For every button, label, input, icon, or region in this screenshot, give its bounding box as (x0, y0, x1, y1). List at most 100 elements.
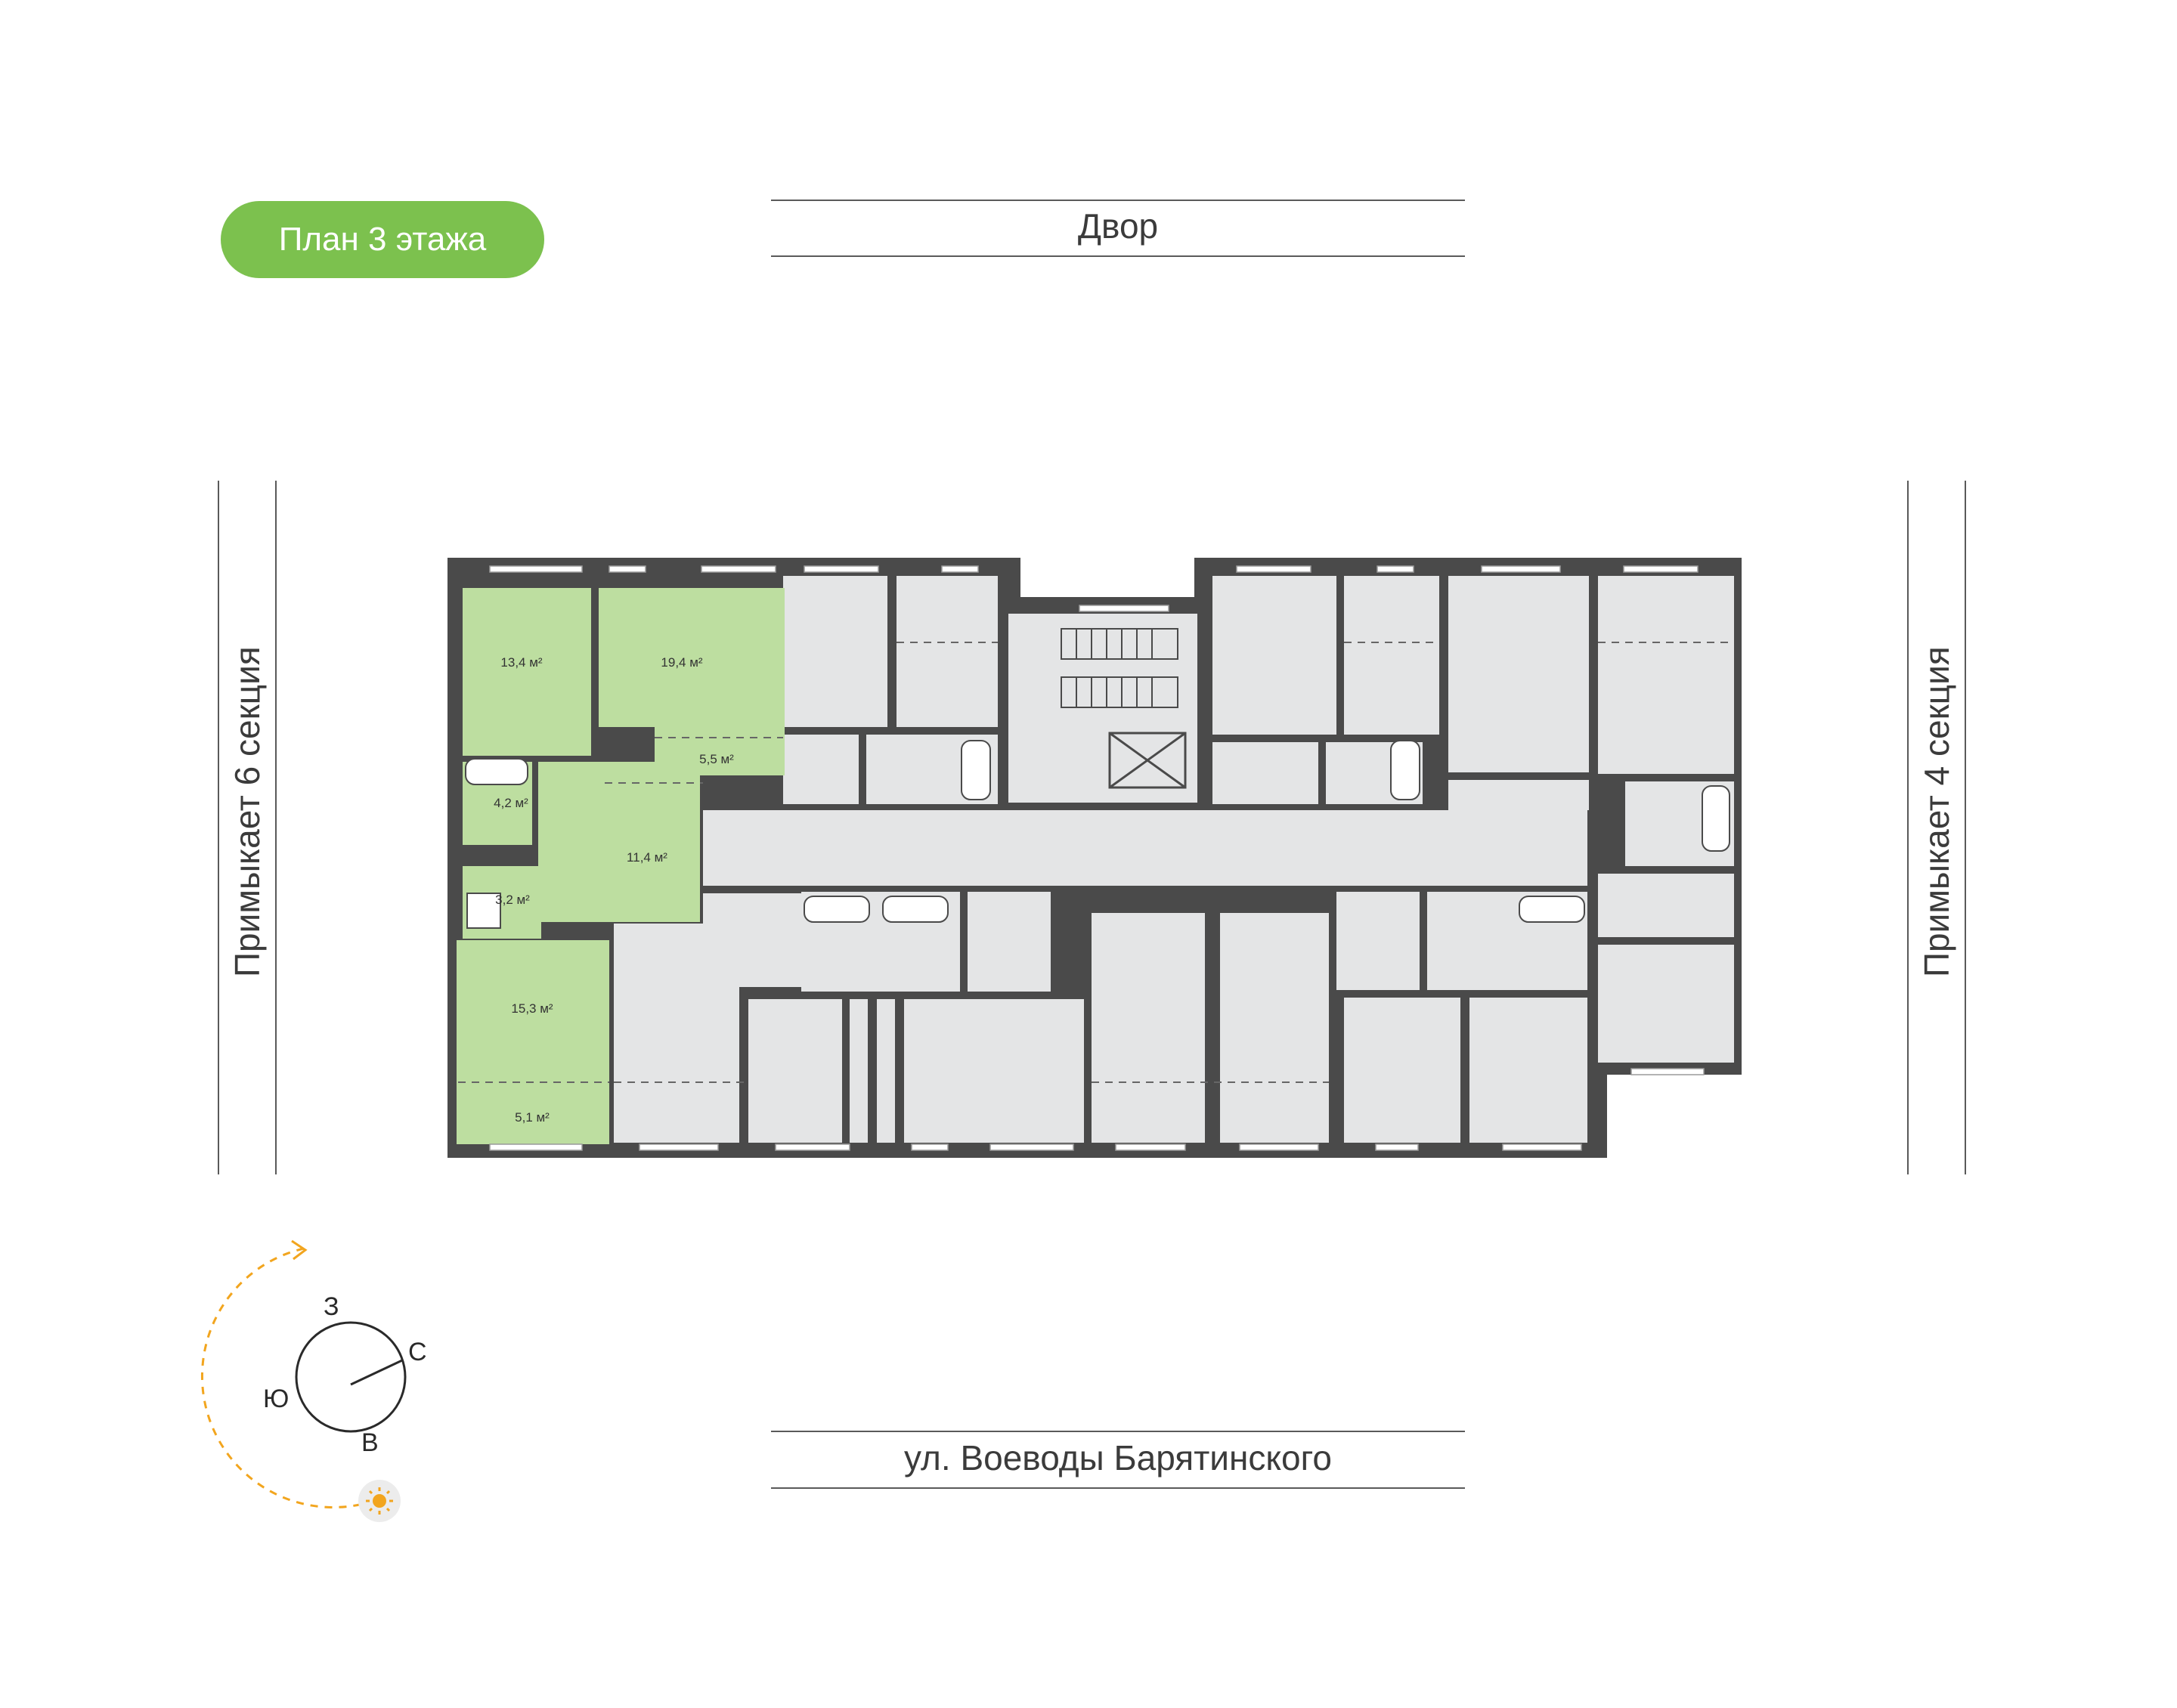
room-2-fill (599, 588, 785, 727)
left-side-rule-inner (275, 481, 277, 1174)
fixtures (465, 740, 1730, 929)
room-e8 (968, 892, 1051, 992)
compass-dial (295, 1321, 407, 1433)
bottom-street-rule-upper (771, 1431, 1465, 1432)
sun-ray-7 (386, 1490, 391, 1495)
room-a3 (783, 735, 859, 804)
bottom-street-rule-lower (771, 1487, 1465, 1489)
window-bottom-1 (489, 1143, 583, 1151)
floor-badge: План 3 этажа (221, 201, 544, 278)
window-bottom-5 (989, 1143, 1074, 1151)
dashed-lines (458, 642, 1734, 1083)
room-b3 (1212, 742, 1318, 804)
sun-ray-6 (386, 1507, 391, 1512)
room-1-fill (463, 588, 591, 756)
area-room-2: 19,4 м² (661, 655, 702, 670)
compass-south: Ю (263, 1385, 289, 1413)
sun-ray-5 (368, 1490, 373, 1495)
room-b1 (1212, 576, 1336, 735)
sun-ray-8 (368, 1507, 373, 1512)
room-fills (614, 576, 1734, 1143)
sun-path-arc (201, 1247, 364, 1508)
corridor (703, 810, 1587, 886)
area-room-1: 13,4 м² (500, 655, 542, 670)
compass-west: З (324, 1292, 339, 1321)
bathtub-7 (1519, 896, 1585, 923)
compass: З С Ю В (201, 1239, 427, 1522)
window-top-9 (1481, 565, 1561, 573)
window-bottom-6 (1115, 1143, 1186, 1151)
window-bottom-2 (639, 1143, 719, 1151)
area-shower-room: 3,2 м² (495, 893, 530, 907)
room-c2 (1448, 780, 1589, 810)
sun-rays (366, 1487, 393, 1515)
compass-needle (350, 1359, 403, 1386)
room-f2 (1336, 892, 1420, 990)
room-e2 (703, 893, 801, 987)
loggia-fill (457, 1091, 609, 1144)
bathtub-2 (961, 740, 991, 800)
room-f5 (1469, 998, 1587, 1143)
room-a2 (897, 576, 998, 727)
sun-path-arrow (291, 1239, 308, 1261)
room-b2 (1344, 576, 1439, 735)
window-bottom-10 (1630, 1068, 1705, 1075)
room-f1 (1220, 913, 1329, 1143)
room-d4 (1598, 945, 1734, 1063)
room-e9 (1092, 913, 1205, 1143)
window-bottom-4 (911, 1143, 949, 1151)
bathtub-5 (1390, 740, 1420, 800)
area-room-3: 15,3 м² (511, 1001, 553, 1016)
window-top-6 (1079, 605, 1169, 612)
area-loggia: 5,1 м² (515, 1110, 550, 1125)
window-bottom-8 (1375, 1143, 1419, 1151)
stairs (1061, 628, 1178, 708)
window-bottom-7 (1239, 1143, 1319, 1151)
top-street-label: Двор (1077, 206, 1159, 246)
window-top-5 (941, 565, 979, 573)
window-top-2 (609, 565, 646, 573)
area-bathroom: 4,2 м² (494, 796, 528, 810)
shower-tray (466, 893, 501, 929)
window-top-4 (804, 565, 879, 573)
highlighted-apartment (457, 588, 785, 1144)
area-hall: 11,4 м² (627, 850, 667, 865)
window-top-3 (701, 565, 776, 573)
room-d3 (1598, 874, 1734, 937)
top-street-rule-lower (771, 255, 1465, 257)
top-street-rule-upper (771, 200, 1465, 201)
left-side-rule-outer (218, 481, 219, 1174)
room-3-fill (457, 940, 609, 1091)
lift-shaft (1108, 732, 1187, 789)
right-side-rule-inner (1907, 481, 1909, 1174)
window-bottom-9 (1502, 1143, 1582, 1151)
windows (489, 565, 1705, 1151)
window-top-8 (1376, 565, 1414, 573)
room-e5 (850, 999, 868, 1143)
hall-fill (538, 762, 700, 922)
room-d1 (1598, 576, 1734, 774)
sun-icon (373, 1494, 386, 1508)
bathtub-3 (804, 896, 870, 923)
bathtub-6 (1702, 785, 1730, 852)
room-e6 (877, 999, 895, 1143)
room-a1 (783, 576, 887, 727)
room-e3 (748, 999, 842, 1143)
lift-cross-2 (1109, 732, 1186, 789)
bathtub-4 (882, 896, 949, 923)
area-labels: 13,4 м² 19,4 м² 5,5 м² 4,2 м² 11,4 м² 3,… (494, 655, 734, 1125)
compass-east: В (361, 1428, 379, 1457)
window-top-1 (489, 565, 583, 573)
right-side-rule-outer (1965, 481, 1966, 1174)
stair-flight-1 (1061, 628, 1178, 660)
bathtub-1 (465, 758, 528, 785)
stair-flight-2 (1061, 676, 1178, 708)
room-e7 (904, 999, 1084, 1143)
room-f3 (1344, 998, 1460, 1143)
window-top-7 (1236, 565, 1311, 573)
area-kitchen: 5,5 м² (699, 752, 734, 766)
window-bottom-3 (775, 1143, 850, 1151)
window-top-10 (1623, 565, 1699, 573)
bottom-street-label: ул. Воеводы Барятинского (904, 1438, 1332, 1477)
compass-north: С (408, 1338, 427, 1366)
